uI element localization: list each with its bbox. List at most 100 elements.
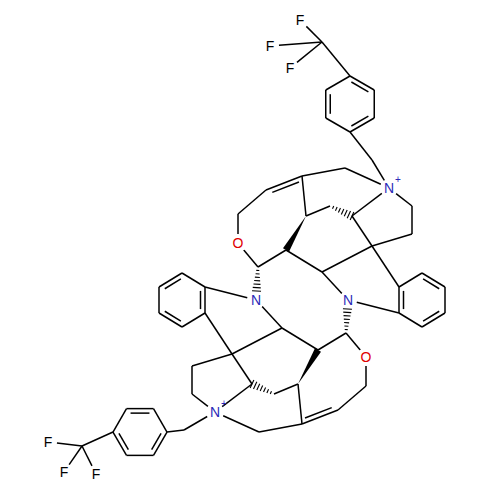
single-bond	[258, 250, 286, 267]
single-bond	[352, 193, 382, 216]
single-bond	[184, 417, 207, 430]
single-bond	[345, 168, 381, 184]
single-bond	[262, 307, 282, 328]
atom-label: N	[250, 293, 262, 307]
hashed-bond	[260, 386, 262, 391]
single-bond	[365, 366, 367, 386]
atom-label: F	[265, 39, 276, 53]
single-bond	[223, 416, 259, 432]
single-bond	[411, 206, 413, 234]
hashed-bond	[338, 208, 340, 213]
single-bond	[57, 443, 82, 446]
single-bond	[69, 446, 82, 465]
single-bond	[298, 384, 302, 424]
atom-label: O	[232, 236, 245, 250]
single-bond	[113, 409, 127, 432]
double-bond	[272, 182, 299, 192]
hashed-bond	[341, 209, 343, 214]
charge-sign: +	[394, 175, 402, 185]
single-bond	[237, 214, 239, 234]
charge-sign: +	[220, 399, 228, 409]
single-bond	[398, 287, 400, 313]
atom-label: N	[342, 293, 354, 307]
atom-label: F	[59, 465, 70, 479]
single-bond	[325, 90, 327, 118]
single-bond	[205, 313, 232, 354]
single-bond	[399, 273, 422, 287]
single-bond	[154, 409, 168, 432]
single-bond	[322, 42, 350, 76]
single-bond	[82, 432, 113, 446]
single-bond	[302, 168, 345, 176]
single-bond	[326, 118, 350, 132]
single-bond	[338, 386, 366, 410]
hashed-bond	[335, 207, 337, 211]
single-bond	[82, 446, 92, 466]
hashed-bond	[252, 290, 261, 292]
hashed-bond	[343, 312, 351, 314]
hashed-bond	[344, 325, 348, 326]
hashed-bond	[347, 211, 350, 218]
single-bond	[205, 287, 247, 298]
wedge-bond	[283, 216, 306, 252]
hashed-bond	[253, 382, 256, 389]
single-bond	[238, 190, 266, 214]
single-bond	[318, 333, 346, 350]
double-bond	[131, 412, 150, 414]
atom-label: F	[91, 467, 102, 481]
single-bond	[372, 234, 412, 246]
wedge-bond	[298, 348, 321, 384]
single-bond	[259, 424, 302, 432]
single-bond	[286, 250, 322, 272]
atom-label: F	[43, 435, 54, 449]
hashed-bond	[344, 210, 347, 216]
hashed-bond	[253, 287, 261, 289]
single-bond	[232, 354, 252, 384]
atom-label: O	[360, 350, 373, 364]
atom-label: F	[295, 13, 306, 27]
single-bond	[158, 287, 160, 313]
double-bond	[119, 433, 128, 449]
single-bond	[282, 328, 318, 350]
double-bond	[165, 311, 181, 321]
hashed-bond	[253, 283, 260, 285]
double-bond	[165, 279, 181, 289]
single-bond	[127, 408, 154, 410]
single-bond	[350, 132, 372, 160]
single-bond	[297, 42, 322, 62]
single-bond	[346, 333, 360, 350]
double-bond	[152, 433, 161, 449]
double-bond	[200, 291, 202, 309]
atom-label: N	[209, 405, 221, 419]
single-bond	[274, 384, 298, 394]
double-bond	[351, 116, 368, 126]
single-bond	[396, 194, 412, 206]
hashed-bond	[344, 322, 349, 323]
single-bond	[306, 26, 322, 42]
single-bond	[326, 76, 350, 90]
single-bond	[372, 246, 399, 287]
hashed-bond	[256, 273, 260, 274]
hashed-bond	[333, 206, 334, 209]
double-bond	[423, 279, 439, 289]
single-bond	[322, 246, 372, 272]
single-bond	[352, 216, 372, 246]
double-bond	[351, 82, 368, 92]
hashed-bond	[267, 389, 269, 393]
single-bond	[373, 90, 375, 118]
double-bond	[403, 291, 405, 309]
hashed-bond	[344, 319, 350, 320]
atom-label: F	[285, 61, 296, 75]
hashed-bond	[254, 280, 260, 281]
hashed-bond	[257, 384, 260, 390]
hashed-bond	[270, 391, 271, 394]
hashed-bond	[344, 315, 351, 317]
hashed-bond	[264, 387, 266, 392]
hashed-bond	[345, 329, 348, 330]
single-bond	[399, 313, 422, 327]
single-bond	[182, 273, 205, 287]
single-bond	[322, 272, 342, 293]
single-bond	[444, 287, 446, 313]
single-bond	[204, 287, 206, 313]
single-bond	[357, 302, 399, 313]
